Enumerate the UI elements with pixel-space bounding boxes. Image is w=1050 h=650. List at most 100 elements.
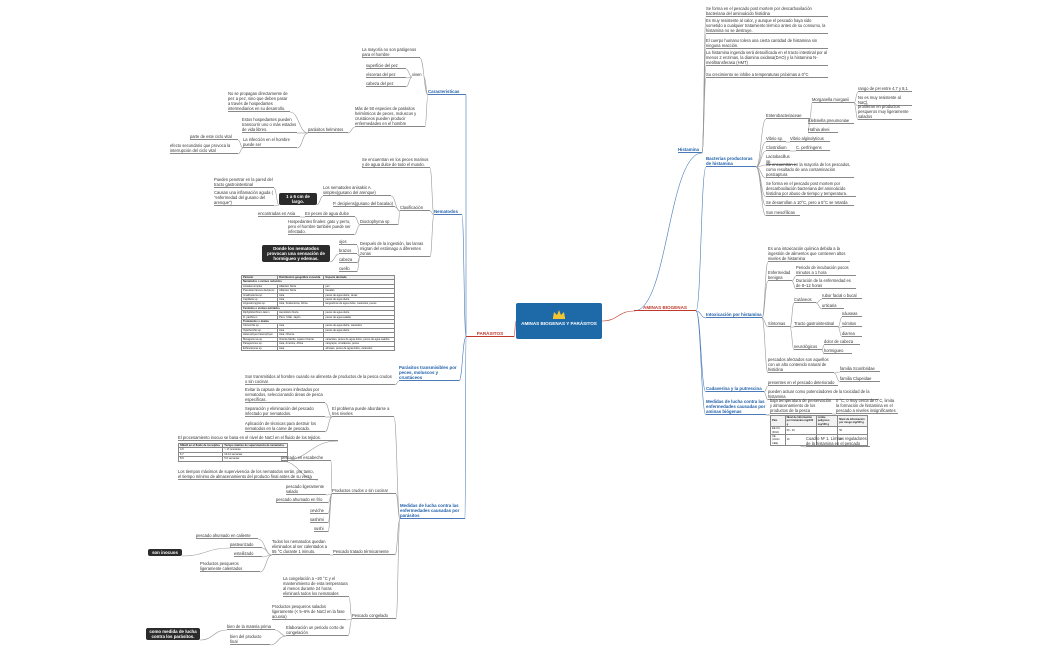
node-efecto-secundario[interactable]: efecto secundario que provoca la interru… — [170, 143, 238, 154]
branch-parasitos[interactable]: PARÁSITOS — [466, 331, 514, 337]
node-peces-marinos[interactable]: Se encuentran en los peces marinos y de … — [362, 157, 430, 168]
node-problema[interactable]: El problema puede abordarse a tres nivel… — [332, 406, 394, 417]
node-histamina-2[interactable]: Es muy resistente al calor, y aunque el … — [706, 18, 828, 34]
node-cutaneos[interactable]: Cutáneos — [794, 297, 816, 303]
node-hafnia[interactable]: Hafnia alvei — [808, 127, 838, 133]
node-benigna[interactable]: Enfermedad benigna — [768, 270, 792, 281]
node-pesqueros-calentados[interactable]: Productos pesqueros ligeramente calentad… — [200, 561, 260, 572]
node-superficie-pez[interactable]: superficie del pez — [366, 63, 406, 69]
node-hospedantes[interactable]: Estos hospedantes pueden transcurrir uno… — [242, 117, 297, 133]
node-gastro[interactable]: Tracto gastrointestinal — [794, 321, 838, 327]
node-forma[interactable]: Se forma en el pescado post mortem por d… — [766, 181, 856, 197]
node-producto-final[interactable]: bien del producto final — [230, 634, 270, 645]
node-esterilizado[interactable]: esteilizado — [234, 551, 262, 557]
node-deteriorado[interactable]: presentes en el pescado deteriorado — [768, 380, 838, 386]
node-vibrio-alginolyticus[interactable]: Vibrio alginolyticus — [790, 136, 830, 142]
node-ahumado-caliente[interactable]: pescado ahumado en caliente — [196, 533, 258, 539]
node-cabeza-pez[interactable]: cabeza del pez — [366, 81, 406, 87]
node-infeccion[interactable]: La infección en el hombre puede ser — [243, 137, 297, 148]
node-tratado-termicamente[interactable]: Pescado tratado térmicamente — [333, 549, 395, 555]
node-cero-grados[interactable]: 0 °C, o muy cerca de 0°C, limita la form… — [836, 398, 898, 414]
zone-cuello[interactable]: cuello — [339, 266, 357, 272]
node-parasitos-helmintos[interactable]: parásitos helmintos — [308, 127, 348, 133]
node-clostridium[interactable]: Clostridium — [766, 145, 790, 151]
branch-aminas-biogenas[interactable]: AMINAS BIOGENAS — [634, 305, 696, 311]
node-productos-crudos[interactable]: Productos crudos o sin cocinar — [332, 488, 396, 494]
node-sashimi[interactable]: sashimi — [310, 517, 328, 523]
node-productos-salados[interactable]: Productos pesqueros salados ligeramente … — [272, 604, 346, 620]
node-histamina-5[interactable]: Su crecimiento se inhibe a temperaturas … — [706, 72, 828, 78]
node-urticaria[interactable]: urticaria — [822, 303, 844, 309]
node-desarrollan[interactable]: Se desarrollan a 10°C, pero a 5°C se ret… — [766, 200, 854, 206]
node-neurologicos[interactable]: neurológicos — [794, 344, 822, 350]
node-p-decipiens[interactable]: P. decipiens(gusano del bacalao) — [333, 201, 395, 207]
node-mesofilicas[interactable]: Son mesofílicas — [766, 210, 800, 216]
node-inflamacion[interactable]: Causan una inflamación aguda ( "enfermed… — [214, 190, 274, 206]
node-incubacion[interactable]: Periodo de incubación pocos minutos a 1 … — [796, 265, 856, 276]
node-penetrar[interactable]: Pueden penetrar en la pared del tracto g… — [214, 177, 274, 188]
note-son-inocuos[interactable]: son inocuos — [148, 549, 182, 556]
node-afectados[interactable]: pescados afectados son aquellos con un a… — [768, 357, 834, 373]
node-pescado-escabeche[interactable]: pescado en escabeche — [281, 455, 331, 461]
node-elaboracion[interactable]: Elaboración un periodo corto de congelac… — [286, 625, 348, 636]
node-baja-temperatura[interactable]: baja temperatura de preservación y almac… — [770, 398, 832, 414]
node-hospedajes[interactable]: Hospedantes finales: gato y perro, pero … — [288, 219, 354, 235]
node-morganella-nacl[interactable]: No es muy resistente al NaCl, — [858, 95, 912, 106]
node-dolor-cabeza[interactable]: dolor de cabeza — [824, 339, 860, 345]
node-ceviche[interactable]: ceviche — [310, 508, 328, 514]
node-agua-dulce[interactable]: En peces de agua dulce — [305, 211, 355, 217]
node-aplicacion[interactable]: Aplicación de técnicas para destruir los… — [245, 421, 325, 432]
node-supervivencia[interactable]: Los tiempos máximos de supervivencia de … — [178, 469, 318, 480]
topic-transmisibles[interactable]: Parásitos transmisibles por peces, molus… — [399, 365, 459, 381]
node-rubor[interactable]: rubor facial o bucal — [822, 293, 862, 299]
topic-bacterias[interactable]: Bacterias productoras de histamina — [706, 156, 756, 167]
node-histamina-3[interactable]: El cuerpo humano tolera una cierta canti… — [706, 38, 828, 49]
node-potenciadores[interactable]: pueden actuar como potenciadores de la t… — [768, 389, 878, 400]
node-viven[interactable]: viven — [412, 72, 422, 77]
node-morganella-ph[interactable]: rango de pH entre 4,7 y 8,1 — [858, 86, 912, 92]
node-klebsiella[interactable]: Klebsiella pneumoniae — [808, 118, 854, 124]
node-ahumado-frio[interactable]: pescado ahumado en frío — [276, 497, 328, 503]
node-no-propagan[interactable]: No se propagan directamente de pez a pez… — [228, 91, 290, 112]
node-dioctophyma[interactable]: Dioctophyma sp — [360, 219, 398, 225]
node-separacion[interactable]: Separación y eliminación del pescado inf… — [245, 406, 325, 417]
node-pescado-salado[interactable]: pescado ligeramente salado — [286, 484, 326, 495]
node-vomitos[interactable]: vómitos — [842, 321, 862, 327]
node-pescado-congelado[interactable]: Pescado congelado — [352, 613, 396, 619]
topic-nematodos[interactable]: Nematodos — [434, 209, 462, 215]
node-scombridae[interactable]: familia Scombridae — [840, 366, 880, 372]
node-no-patogenos[interactable]: La mayoría no son patógenos para el homb… — [362, 47, 420, 58]
node-visceras-pez[interactable]: vísceras del pez — [366, 72, 406, 78]
node-sushi[interactable]: sushi — [314, 526, 328, 532]
topic-cadaverina[interactable]: Cadaverina y la putrescina — [706, 386, 764, 392]
node-lactobacillus[interactable]: Lactobacillus sp. — [766, 154, 796, 165]
node-vibrio[interactable]: Vibrio sp. — [766, 136, 786, 142]
node-asia[interactable]: encontradas en Asia — [258, 211, 300, 217]
node-clupeidae[interactable]: familia Clupeidae — [840, 376, 880, 382]
node-congelacion[interactable]: La congelación a –20 °C y el mantenimien… — [283, 576, 349, 597]
node-helmintos-descripcion[interactable]: Más de 50 especies de parásitos helmínti… — [355, 106, 425, 127]
zone-ojos[interactable]: ojos — [339, 239, 357, 245]
node-sintomas[interactable]: Síntomas — [768, 321, 790, 327]
node-nauseas[interactable]: náuseas — [842, 311, 862, 317]
topic-intoxicacion[interactable]: Intoxicación por histamina — [706, 312, 762, 318]
node-transmitidos[interactable]: Son transmitidos al hombre cuando se ali… — [245, 374, 395, 385]
note-como-medida[interactable]: como medida de lucha contra los parásito… — [146, 628, 200, 640]
node-procesamiento[interactable]: El procesamiento inocuo se basa en el ni… — [178, 435, 338, 441]
topic-histamina[interactable]: Histamina — [678, 147, 702, 153]
topic-caracteristicas[interactable]: Caracteristicas — [428, 89, 466, 95]
node-anisakis[interactable]: Los nematodes anisakis A. simplex(gusano… — [323, 185, 391, 196]
node-morganella-salados[interactable]: proliferan en productos pesqueros muy li… — [858, 104, 912, 120]
node-duracion[interactable]: Duración de la enfermedad es de 8–12 hor… — [796, 278, 856, 289]
node-parte-ciclo[interactable]: parte de este ciclo vital — [190, 134, 238, 140]
note-largo[interactable]: 1 a 6 cm de largo. — [279, 193, 317, 205]
node-cuadro-caption[interactable]: Cuadro Nº 1. Límites reguladores de la h… — [806, 436, 870, 447]
note-provocan[interactable]: Donde los nematodos provocan una sensaci… — [262, 245, 330, 262]
node-morganella[interactable]: Morganella morganii — [812, 97, 854, 103]
node-todos-eliminados[interactable]: Todos los nematodos quedan eliminados al… — [272, 539, 330, 555]
zone-brazos[interactable]: brazos — [339, 248, 357, 254]
node-clasificacion[interactable]: Clasificación — [400, 205, 430, 211]
node-enterobacteriaceae[interactable]: Enterobacteriaceae — [766, 113, 810, 119]
central-topic[interactable]: AMINAS BIOGENAS Y PARÁSITOS — [516, 303, 602, 339]
node-ingestion[interactable]: Después de la ingestión, las larvas migr… — [360, 241, 430, 257]
